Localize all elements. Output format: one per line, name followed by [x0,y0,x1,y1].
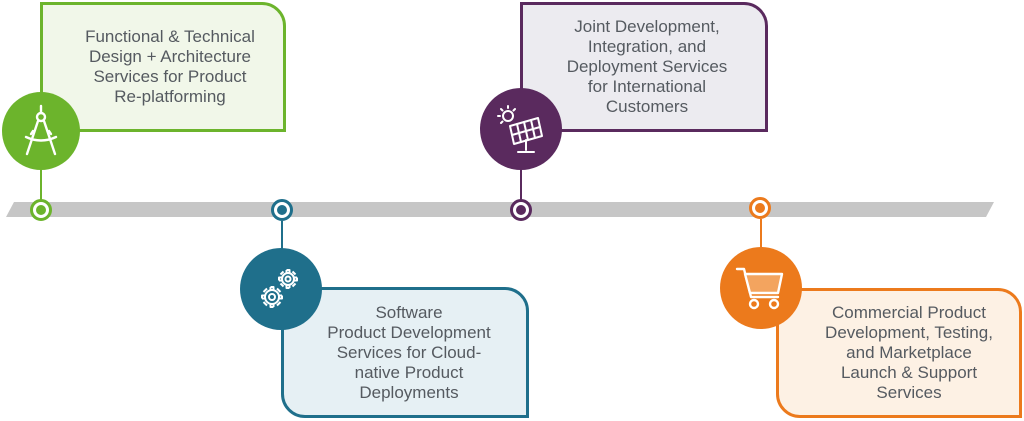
milestone-2-label: Software Product Development Services fo… [327,302,491,402]
milestone-1-icon-circle [2,92,80,170]
gears-icon [261,269,298,308]
milestone-2-box: Software Product Development Services fo… [281,287,529,418]
milestone-4-connector [760,219,762,247]
milestone-2-icon-circle [240,248,322,330]
shopping-cart-icon [735,267,784,310]
milestone-4-box: Commercial Product Development, Testing,… [776,288,1022,418]
milestone-4-label: Commercial Product Development, Testing,… [825,303,993,402]
milestone-3-icon-circle [480,88,562,170]
milestone-1-connector [40,170,42,200]
milestone-4-dot [749,197,771,219]
milestone-1-label: Functional & Technical Design + Architec… [85,27,255,106]
compass-icon [24,104,58,156]
milestone-3-box: Joint Development, Integration, and Depl… [520,2,768,132]
milestone-3-dot [510,199,532,221]
milestone-1-box: Functional & Technical Design + Architec… [40,2,286,132]
milestone-1-dot [30,199,52,221]
milestone-3-connector [520,168,522,200]
milestone-3-label: Joint Development, Integration, and Depl… [566,17,728,116]
solar-panel-icon [497,105,543,153]
milestone-2-connector [281,221,283,249]
milestone-2-dot [271,199,293,221]
milestone-4-icon-circle [720,247,802,329]
